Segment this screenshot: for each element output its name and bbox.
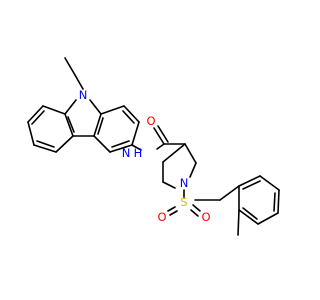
bond-s-o-left-double — [169, 210, 178, 216]
bond-pip6-n — [162, 181, 176, 189]
atom-o-carbonyl: O — [146, 114, 155, 128]
bond-c9a-c4b — [64, 113, 74, 137]
bond-aryl-methyl — [237, 209, 240, 236]
bond-pip5-pip4 — [162, 143, 186, 163]
atom-s-sulfonyl: S — [180, 195, 187, 209]
bond-aryl-a5-a6-inner — [242, 207, 258, 220]
bond-n9-c9a — [64, 99, 77, 115]
bond-aryl-a3-a4 — [277, 189, 280, 214]
molecule-structure-diagram: N N H O N S O O — [27, 57, 280, 236]
bond-aryl-a3-a4-inner — [273, 192, 276, 212]
bond-c5-c4a — [93, 135, 111, 153]
bond-c6-c5-inner — [111, 140, 130, 148]
bond-c6-nh — [131, 144, 142, 151]
bond-c8a-c8 — [100, 105, 125, 115]
atom-o-sulfonyl-right: O — [201, 210, 210, 224]
atom-labels: N N H O N S O O — [79, 88, 211, 224]
bond-lines — [27, 57, 280, 236]
bond-c4a-c8a-inner — [97, 117, 104, 135]
bond-c6-c5 — [109, 144, 133, 153]
bond-c1-c2-inner — [31, 110, 45, 125]
bond-s-o-left — [167, 206, 176, 212]
bond-s-o-right-double — [190, 209, 199, 217]
bond-c8-c7-inner — [122, 110, 135, 124]
atom-n-amide: N — [122, 146, 131, 160]
bond-c4a-c8a — [93, 113, 102, 137]
bond-aryl-a1-a2-inner — [242, 180, 261, 190]
bond-c1-c2 — [27, 105, 44, 123]
bond-aryl-a2-a3 — [259, 175, 280, 191]
bond-c9a-c4b-inner — [67, 116, 75, 133]
bond-c9a-c1 — [42, 105, 66, 115]
bond-ethyl-ch3 — [64, 57, 76, 76]
bond-c7-c6 — [131, 121, 140, 146]
bond-pip4-pip3 — [184, 143, 197, 164]
bond-ethyl-ch2 — [74, 74, 84, 90]
bond-c2-c3 — [27, 121, 35, 146]
bond-aryl-a1-a2 — [238, 175, 261, 187]
bond-c4-c4b — [55, 135, 74, 153]
atom-o-sulfonyl-left: O — [157, 210, 166, 224]
atom-n-carbazole: N — [79, 88, 88, 102]
bond-nh-carbonyl — [156, 143, 165, 150]
bond-aryl-a5-a6 — [238, 209, 259, 225]
bond-s-o-right — [192, 204, 201, 212]
bond-aryl-a4-a5 — [257, 212, 279, 225]
atom-n-piperidine: N — [180, 176, 189, 190]
bond-n9-c8a — [89, 99, 102, 115]
bond-carbonyl-double — [157, 125, 169, 143]
bond-ch2-aryl — [219, 185, 240, 201]
bond-c8-c7 — [123, 105, 140, 123]
bond-pip3-pip2 — [189, 162, 197, 178]
atom-h-amide: H — [134, 146, 143, 160]
bond-c3-c4 — [33, 144, 57, 153]
bond-carbonyl-c — [153, 127, 165, 145]
bond-c3-c4-inner — [36, 140, 55, 148]
